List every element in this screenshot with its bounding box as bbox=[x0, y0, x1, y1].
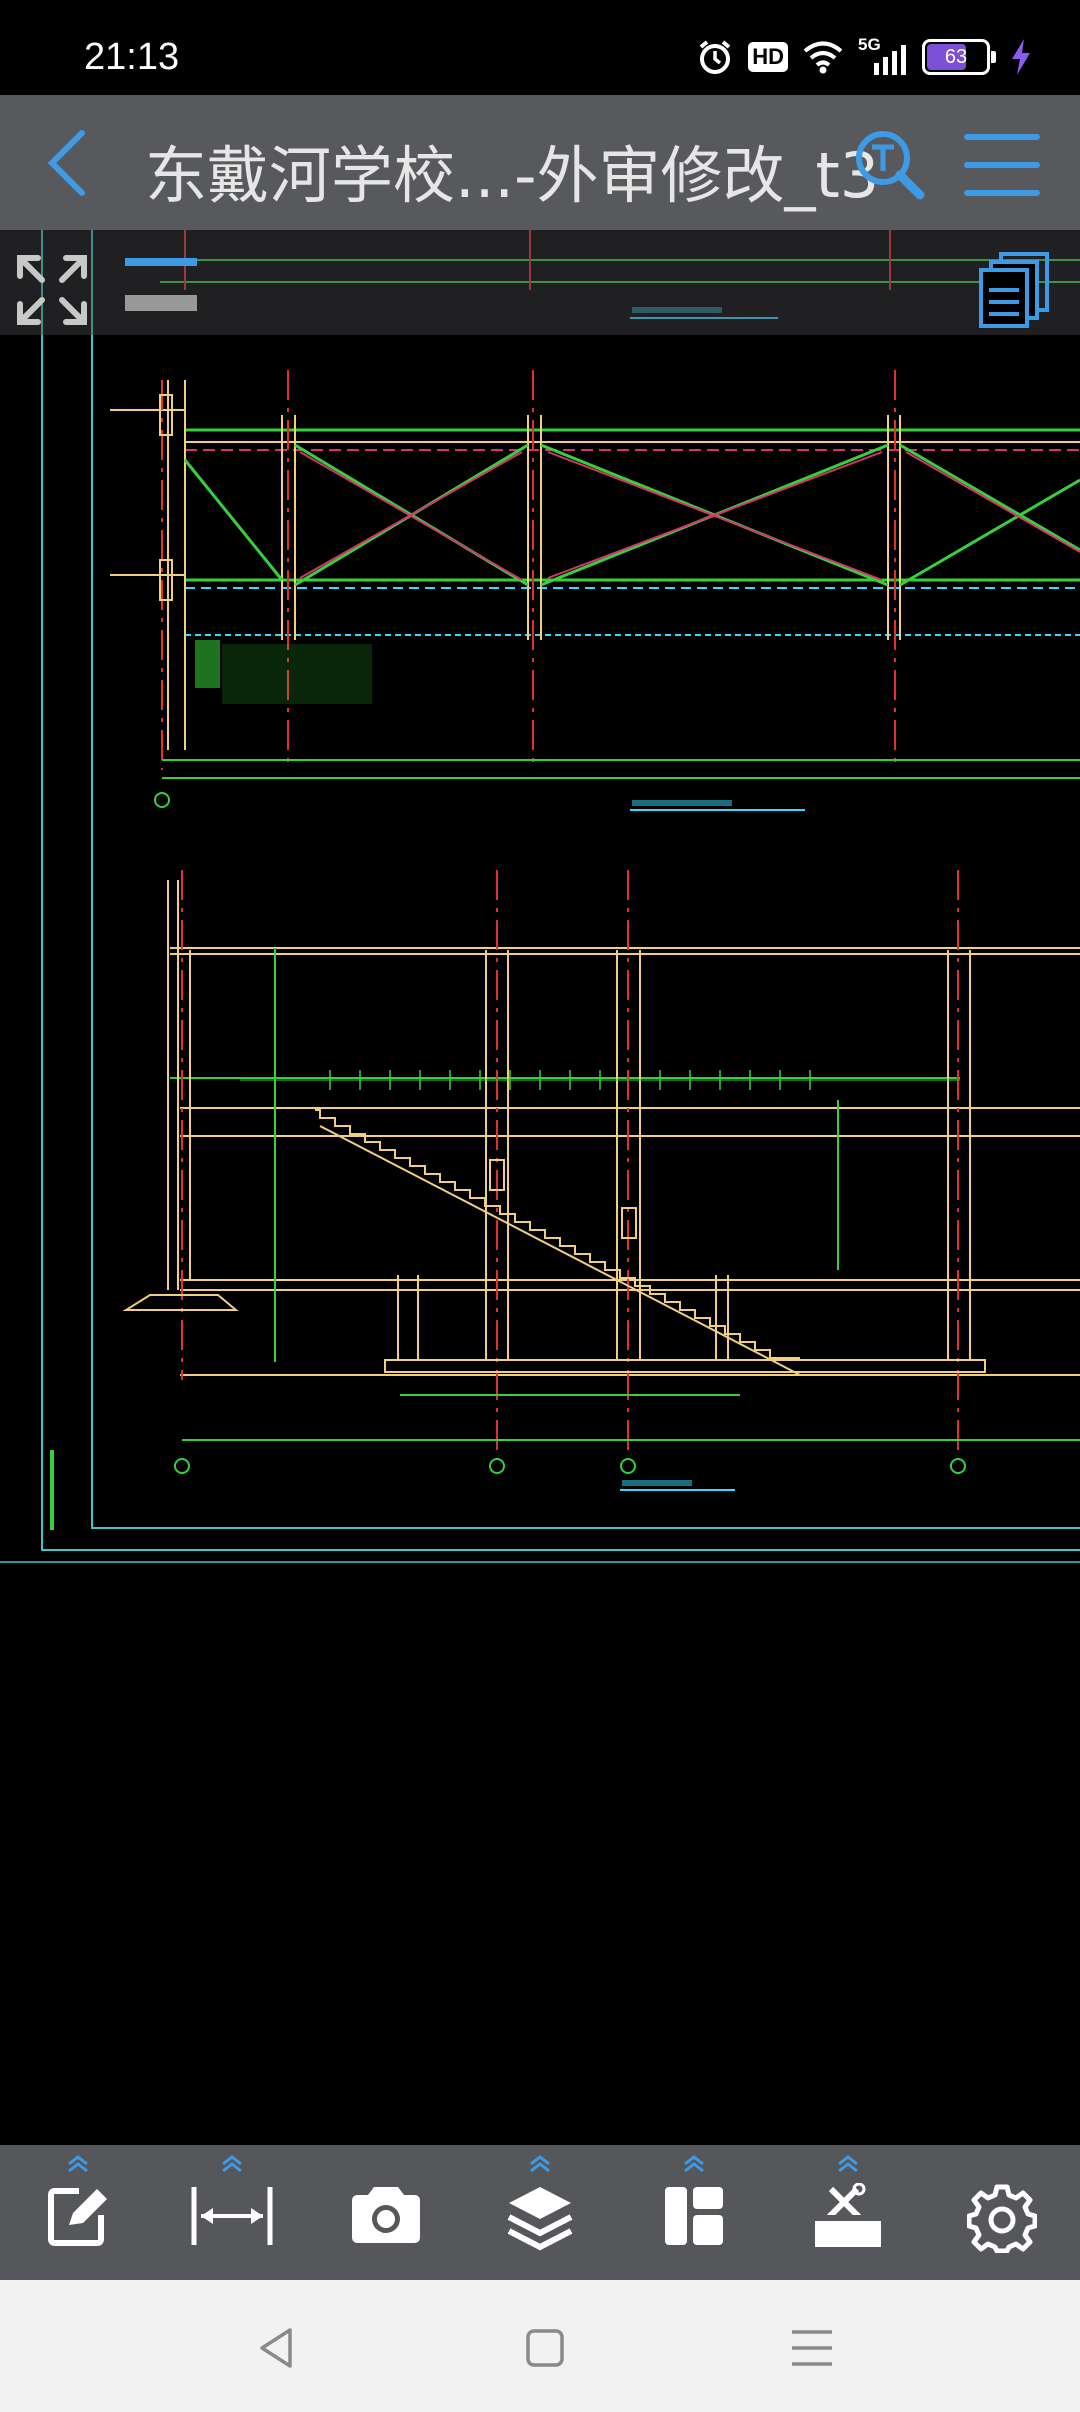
toolbar-item-tools[interactable] bbox=[788, 2145, 908, 2280]
toolbar-item-layers[interactable] bbox=[480, 2145, 600, 2280]
document-title: 东戴河学校...-外审修改_t3 bbox=[145, 139, 880, 212]
back-icon[interactable] bbox=[32, 123, 102, 203]
drawing-canvas[interactable] bbox=[0, 230, 1080, 2145]
stair-section bbox=[122, 870, 1080, 1491]
network-label: 5G bbox=[858, 35, 881, 54]
expand-caret-icon[interactable] bbox=[836, 2155, 860, 2173]
battery-level: 63 bbox=[944, 45, 968, 68]
top-partial-drawing bbox=[160, 230, 1080, 319]
edit-icon bbox=[48, 2188, 107, 2246]
status-icons: HD 5G 63 bbox=[696, 35, 1032, 76]
expand-caret-icon[interactable] bbox=[220, 2155, 244, 2173]
camera-icon bbox=[352, 2187, 420, 2243]
nav-recents-icon[interactable] bbox=[782, 2318, 842, 2378]
toolbar-item-settings[interactable] bbox=[942, 2145, 1062, 2280]
gear-icon bbox=[967, 2184, 1037, 2253]
hd-label: HD bbox=[752, 44, 784, 69]
battery-icon: 63 bbox=[922, 39, 990, 75]
toolbar-item-layout[interactable] bbox=[634, 2145, 754, 2280]
zoom-extents-icon[interactable] bbox=[12, 250, 92, 330]
app-header: 东戴河学校...-外审修改_t3 bbox=[0, 95, 1080, 230]
layers-icon bbox=[507, 2187, 573, 2251]
side-note bbox=[50, 1450, 54, 1530]
status-bar: 21:13 HD 5G 63 bbox=[0, 0, 1080, 95]
nav-home-icon[interactable] bbox=[515, 2318, 575, 2378]
toolbox-icon bbox=[815, 2183, 881, 2247]
bottom-toolbar bbox=[0, 2145, 1080, 2280]
charging-icon bbox=[1012, 39, 1030, 75]
drawing-frame bbox=[0, 230, 1080, 1563]
stair-flight bbox=[315, 1109, 800, 1359]
toolbar-item-screenshot[interactable] bbox=[326, 2145, 446, 2280]
wifi-icon bbox=[803, 41, 843, 74]
nav-back-icon[interactable] bbox=[248, 2318, 308, 2378]
text-search-icon[interactable] bbox=[850, 125, 930, 205]
menu-icon[interactable] bbox=[962, 125, 1042, 205]
truss-elevation bbox=[110, 370, 1080, 811]
status-time: 21:13 bbox=[84, 36, 180, 78]
toolbar-item-markup[interactable] bbox=[18, 2145, 138, 2280]
expand-caret-icon[interactable] bbox=[682, 2155, 706, 2173]
cad-drawing[interactable] bbox=[0, 230, 1080, 2145]
layout-icon bbox=[665, 2187, 723, 2245]
hd-icon: HD bbox=[748, 42, 788, 72]
alarm-icon bbox=[699, 40, 731, 74]
signal-icon: 5G bbox=[858, 35, 908, 75]
expand-caret-icon[interactable] bbox=[66, 2155, 90, 2173]
measure-icon bbox=[191, 2187, 273, 2245]
system-nav-bar bbox=[0, 2280, 1080, 2412]
scale-bar bbox=[125, 258, 197, 266]
layers-document-icon[interactable] bbox=[975, 250, 1055, 330]
toolbar-item-measure[interactable] bbox=[172, 2145, 292, 2280]
expand-caret-icon[interactable] bbox=[528, 2155, 552, 2173]
